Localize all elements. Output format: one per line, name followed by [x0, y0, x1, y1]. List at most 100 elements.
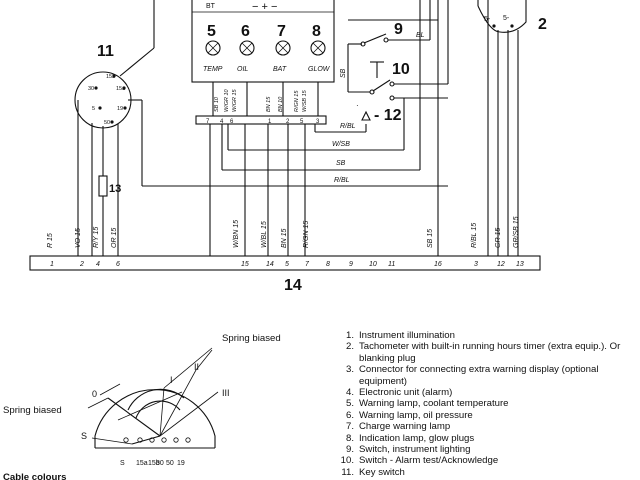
terminal-pin: 8	[326, 261, 330, 268]
legend-text: Charge warning lamp	[359, 421, 451, 433]
terminal-pin: 9	[349, 261, 353, 268]
legend-text: Warning lamp, coolant temperature	[359, 398, 509, 410]
cluster-wire-label: SB 10	[214, 96, 220, 112]
legend-number: 4.	[345, 387, 354, 399]
lamp-number: 5	[207, 23, 216, 40]
wire-label: VO 15	[75, 228, 82, 248]
alarm-buzzer: · - 12	[356, 101, 402, 132]
position-S: S	[81, 431, 87, 441]
legend-item: 4. Electronic unit (alarm)	[337, 387, 637, 398]
terminal-pin: 2	[79, 261, 84, 268]
terminal-pin: 11	[388, 261, 395, 268]
legend-text: Indication lamp, glow plugs	[359, 432, 475, 444]
cluster-pin: 7	[206, 119, 210, 125]
switch-terminal-label: 15a	[136, 460, 148, 467]
wire-label: R/BL 15	[471, 223, 478, 248]
key-pin-dot	[110, 120, 114, 124]
terminal-pin: 10	[369, 261, 377, 268]
cluster-connector-strip	[195, 115, 327, 125]
key-pin-dot	[123, 106, 127, 110]
legend-number: 1.	[345, 330, 354, 341]
key-pin-dot	[112, 74, 116, 78]
callout-13: 13	[109, 183, 121, 195]
switch-terminal-label: 30	[156, 460, 164, 467]
position-I: I	[170, 375, 173, 385]
legend-number: 8.	[345, 432, 354, 444]
lamp-label: GLOW	[308, 66, 331, 73]
wire-label: W/BL 15	[261, 221, 268, 248]
lamp-symbol	[310, 40, 326, 56]
lamp-number: 6	[241, 23, 250, 40]
cluster-pin: 4	[220, 119, 224, 125]
terminal-pin: 16	[434, 261, 442, 268]
position-0: 0	[92, 389, 97, 399]
legend-item: 7.Charge warning lamp	[337, 421, 637, 432]
cluster-wire-label: BN 15	[266, 96, 272, 112]
legend-number: 3.	[345, 364, 354, 376]
terminal-pin: 5	[285, 261, 289, 268]
wire-label: OR 15	[111, 228, 118, 248]
polarity-label: − + −	[252, 1, 277, 13]
position-II: II	[194, 362, 199, 372]
switch-terminal-label: S	[120, 460, 125, 467]
switch-terminal-label: 19	[177, 460, 185, 467]
cluster-wire-label: W/SB 15	[302, 89, 308, 112]
terminal-pin: 6	[116, 261, 120, 268]
legend-text: Instrument illumination	[359, 330, 455, 341]
legend-item: 11. Key switch	[337, 467, 637, 478]
wire-label-rbl2: R/BL	[334, 177, 350, 184]
fuse: 13	[98, 175, 121, 256]
switch-terminal-label: 15b	[148, 460, 160, 467]
key-pin-dot	[98, 106, 102, 110]
legend-item: 8. Indication lamp, glow plugs	[337, 433, 637, 444]
key-switch-positions: Spring biased Spring biased 0 I II III S	[3, 333, 281, 449]
cluster-wire-label: W/GR 10	[224, 88, 230, 112]
wire-label-sb: SB	[340, 68, 347, 78]
terminal-pin: 7	[305, 261, 310, 268]
terminal-strip: 14	[29, 255, 541, 294]
cluster-wire-label: R/GN 15	[294, 90, 300, 112]
legend-number: 6.	[345, 409, 354, 421]
legend-text: Tachometer with built-in running hours t…	[359, 341, 621, 364]
tachometer: 5- 5- 2	[477, 0, 547, 33]
wire-label-wsb: W/SB	[332, 141, 350, 148]
terminal-pin: 13	[516, 261, 524, 268]
callout-10: 10	[392, 61, 410, 78]
legend-item: 6.Warning lamp, oil pressure	[337, 410, 637, 421]
lamp-symbol	[275, 40, 291, 56]
terminal-pin: 15	[241, 261, 249, 268]
cluster-pin: 5	[300, 119, 304, 125]
lamp-label: BAT	[273, 66, 287, 73]
wire-label: SB 15	[427, 229, 434, 248]
wire-label-rbl: R/BL	[340, 123, 356, 130]
lamp-number: 7	[277, 23, 286, 40]
legend-text: Electronic unit (alarm)	[359, 387, 453, 399]
legend-text: Switch, instrument lighting	[359, 444, 471, 456]
legend-number: 11.	[341, 466, 354, 478]
terminal-pin: 4	[96, 261, 100, 268]
legend-number: 5.	[345, 398, 354, 410]
terminal-pin: 14	[266, 261, 274, 268]
callout-9: 9	[394, 21, 403, 38]
callout-11: 11	[97, 43, 114, 60]
legend-item: 5. Warning lamp, coolant temperature	[337, 398, 637, 409]
key-pin-label: 5	[92, 106, 95, 112]
terminal-pin: 1	[50, 261, 54, 268]
wire-label: GR/SB 15	[513, 216, 520, 248]
legend-number: 10.	[340, 455, 354, 467]
position-III: III	[222, 388, 230, 398]
legend-item: 2.Tachometer with built-in running hours…	[337, 341, 637, 364]
cluster-wire-label: BN 10	[278, 96, 284, 112]
svg-text:5-: 5-	[484, 16, 491, 23]
legend-item: 1. Instrument illumination	[337, 330, 637, 341]
legend-text: Key switch	[359, 466, 405, 478]
cable-colours-caption: Cable colours	[3, 472, 66, 480]
cluster-pin: 1	[268, 119, 272, 125]
